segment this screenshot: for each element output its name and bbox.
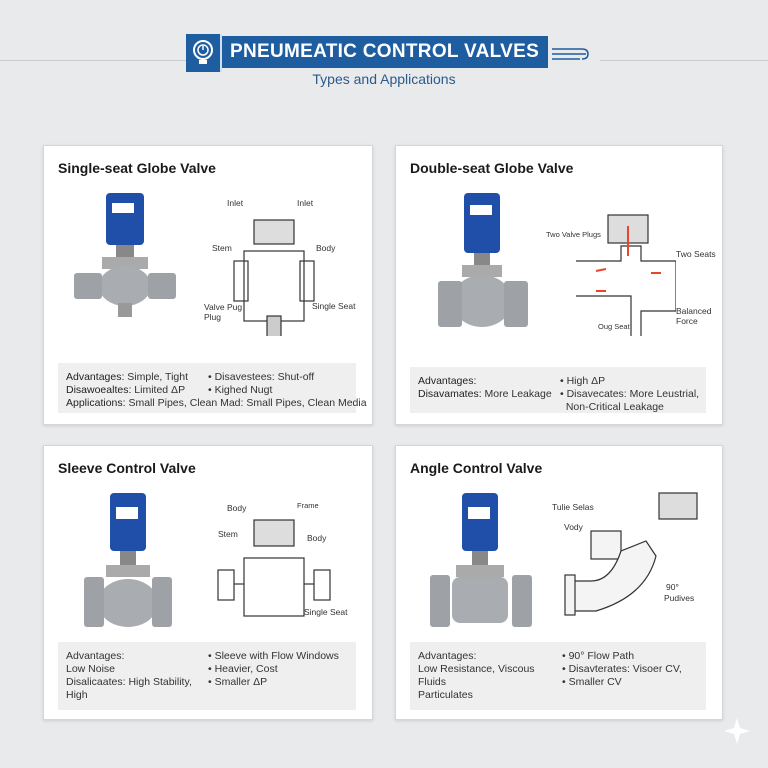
decor-line: [600, 60, 768, 61]
info-box: Advantages:Low Resistance, Viscous Fluid…: [410, 642, 706, 710]
card-single-seat-globe: Single-seat Globe Valve Inlet Inlet Stem…: [43, 145, 373, 425]
label-balanced: Balanced: [676, 306, 712, 316]
label-body: Body: [227, 503, 247, 513]
info-box: Advantages:Disavamates: More Leakage • H…: [410, 367, 706, 413]
sparkle-icon: [724, 718, 750, 744]
label-tulie-selas: Tulie Selas: [552, 502, 594, 512]
cross-section-diagram: [564, 492, 698, 616]
label-force: Force: [676, 316, 698, 326]
label-single-seat: Single Seat: [304, 607, 348, 617]
valve-photo: [84, 493, 172, 627]
label-two-valve-plugs: Two Valve Plugs: [546, 230, 601, 239]
title-banner: PNEUMEATIC CONTROL VALVES: [186, 34, 548, 72]
decor-line: [0, 60, 186, 61]
cross-section-diagram: [576, 214, 676, 336]
speed-lines-icon: [552, 48, 589, 60]
valve-photo: [438, 193, 528, 327]
label-single-seat: Single Seat: [312, 301, 356, 311]
valve-photo: [430, 493, 532, 627]
card-title: Double-seat Globe Valve: [410, 160, 574, 176]
label-stem: Stem: [212, 243, 232, 253]
label-inlet: Inlet: [227, 198, 244, 208]
valve-photo: [74, 193, 176, 317]
label-frame: Frame: [297, 501, 319, 510]
card-angle-control: Angle Control Valve Tulie Selas Vody 90°…: [395, 445, 723, 720]
card-double-seat-globe: Double-seat Globe Valve Two Valve Plugs …: [395, 145, 723, 425]
label-90-degree: 90°: [666, 582, 679, 592]
label-pudives: Pudives: [664, 593, 695, 603]
label-two-seats: Two Seats: [676, 249, 716, 259]
label-valve-plug: Valve Pug: [204, 302, 243, 312]
card-sleeve-control: Sleeve Control Valve Body Frame Stem Bod…: [43, 445, 373, 720]
card-title: Angle Control Valve: [410, 460, 543, 476]
card-title: Single-seat Globe Valve: [58, 160, 216, 176]
page-title: PNEUMEATIC CONTROL VALVES: [230, 41, 540, 62]
label-body: Body: [316, 243, 336, 253]
label-plug: Plug: [204, 312, 222, 322]
label-inlet: Inlet: [297, 198, 314, 208]
cross-section-diagram: [233, 219, 315, 336]
label-stem: Stem: [218, 529, 238, 539]
label-vody: Vody: [564, 522, 583, 532]
card-title: Sleeve Control Valve: [58, 460, 196, 476]
page-subtitle: Types and Applications: [312, 71, 456, 87]
label-oug-seat: Oug Seat: [598, 322, 630, 331]
label-body: Body: [307, 533, 327, 543]
gauge-bulb-icon: [186, 34, 222, 72]
cross-section-diagram: [217, 519, 331, 617]
